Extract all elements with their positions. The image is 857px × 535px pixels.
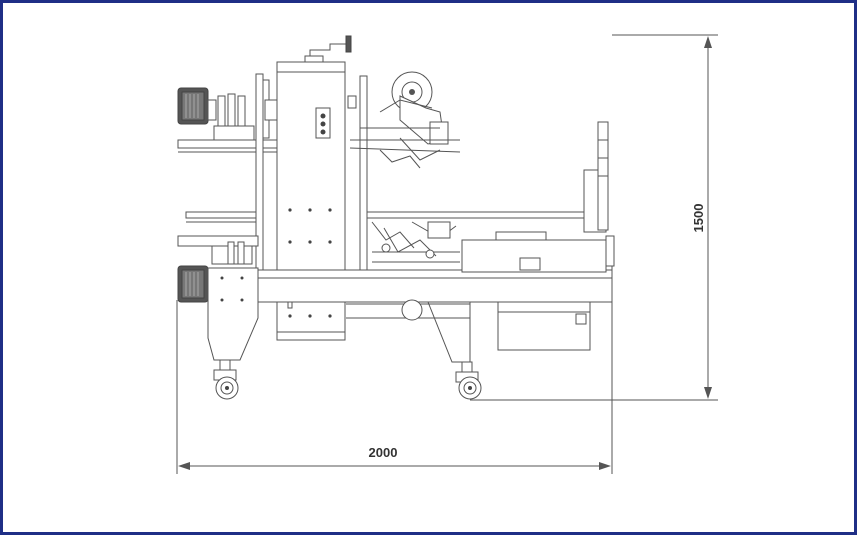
- left-caster: [213, 359, 239, 400]
- width-dimension-label: 2000: [369, 445, 398, 460]
- upper-rail: [185, 211, 586, 223]
- right-caster: [455, 361, 482, 400]
- lower-tape-head: [371, 221, 460, 263]
- height-dimension-label: 1500: [691, 204, 706, 233]
- upper-rollers: [213, 93, 255, 141]
- width-dimension: 2000: [176, 260, 613, 474]
- height-dimension: 1500: [470, 34, 718, 401]
- left-leg: [207, 267, 259, 361]
- tape-roll: [347, 71, 461, 169]
- lower-motor: [177, 265, 209, 303]
- right-module: [461, 121, 615, 351]
- right-leg: [427, 301, 471, 363]
- upper-motor: [177, 87, 209, 125]
- main-bed: [255, 269, 613, 303]
- right-post: [359, 75, 368, 277]
